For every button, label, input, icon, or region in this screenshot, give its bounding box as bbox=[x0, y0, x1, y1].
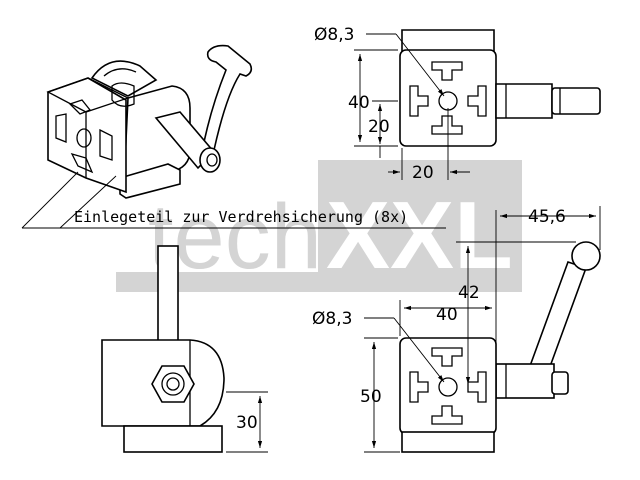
brv-lever-ball bbox=[571, 241, 601, 271]
brv-dim-height: 50 bbox=[360, 387, 382, 407]
iso-slot-top bbox=[68, 99, 92, 115]
trv-top-plate bbox=[401, 29, 495, 53]
iso-rear-housing bbox=[90, 60, 158, 97]
trv-cylinder bbox=[495, 83, 553, 119]
iso-slot-left bbox=[55, 113, 67, 143]
trv-slot-bottom bbox=[431, 115, 463, 135]
iso-center-bore bbox=[76, 128, 92, 148]
trv-dim-height: 40 bbox=[348, 93, 370, 113]
bottom-right-view: Ø8,3 40 50 42 45,6 bbox=[312, 206, 601, 453]
brv-lever bbox=[528, 260, 588, 374]
brv-slot-right bbox=[467, 371, 487, 403]
brv-bore bbox=[438, 377, 458, 397]
trv-dim-half-width: 20 bbox=[412, 163, 434, 183]
brv-slot-top bbox=[431, 347, 463, 367]
iso-slot-right bbox=[99, 128, 113, 161]
trv-bore-label: Ø8,3 bbox=[314, 25, 354, 45]
isometric-view bbox=[46, 44, 253, 199]
top-right-view: Ø8,3 40 20 20 bbox=[314, 25, 601, 183]
watermark-bar bbox=[116, 272, 522, 292]
callout: Einlegeteil zur Verdrehsicherung (8x) bbox=[21, 171, 446, 229]
blv-hex-nut bbox=[151, 365, 195, 403]
blv-base bbox=[123, 425, 223, 453]
trv-dim-half-height: 20 bbox=[368, 117, 390, 137]
brv-dim-lever-height: 42 bbox=[458, 283, 480, 303]
brv-dim-lever-reach: 45,6 bbox=[528, 207, 566, 227]
bottom-left-view: 30 bbox=[101, 245, 268, 453]
callout-text: Einlegeteil zur Verdrehsicherung (8x) bbox=[74, 208, 408, 226]
iso-slot-bottom bbox=[70, 152, 94, 174]
trv-slot-top bbox=[431, 61, 463, 81]
iso-base-plate bbox=[119, 163, 181, 199]
blv-dim-base-height: 30 bbox=[236, 413, 258, 433]
watermark-text-bold: XXL bbox=[326, 182, 513, 289]
brv-cylinder bbox=[495, 363, 555, 399]
brv-dim-width: 40 bbox=[436, 305, 458, 325]
brv-base-plate bbox=[401, 431, 495, 453]
watermark-box bbox=[318, 160, 522, 288]
brv-bore-label: Ø8,3 bbox=[312, 309, 352, 329]
iso-front-face bbox=[47, 77, 127, 194]
brv-slot-bottom bbox=[431, 405, 463, 425]
iso-lever bbox=[200, 44, 253, 153]
trv-slot-left bbox=[409, 85, 429, 117]
brv-block bbox=[399, 337, 497, 435]
trv-slot-right bbox=[467, 85, 487, 117]
trv-knob bbox=[551, 87, 601, 115]
brv-slot-left bbox=[409, 371, 429, 403]
